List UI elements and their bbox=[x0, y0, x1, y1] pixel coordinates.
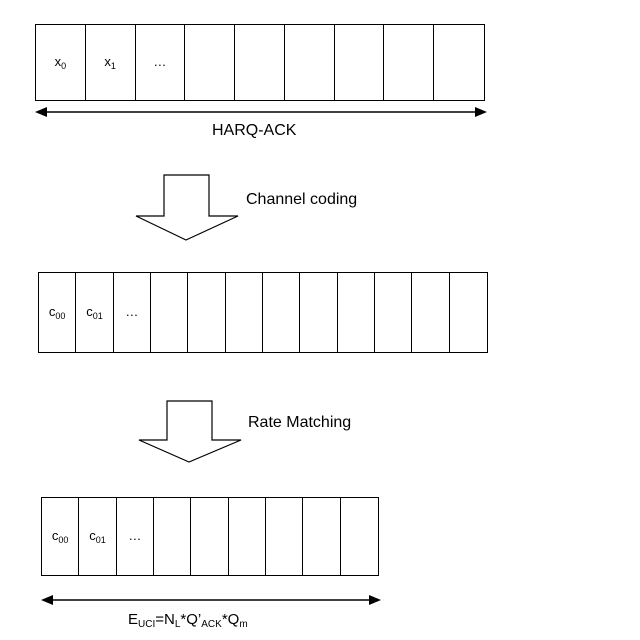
bit-cell bbox=[303, 498, 340, 575]
bit-cell bbox=[285, 25, 335, 100]
bit-cell bbox=[185, 25, 235, 100]
e-uci-span-arrow bbox=[41, 592, 381, 608]
harq-ack-label: HARQ-ACK bbox=[212, 122, 296, 140]
bit-cell bbox=[335, 25, 385, 100]
rate-matching-label: Rate Matching bbox=[248, 414, 351, 432]
bit-cell: … bbox=[117, 498, 154, 575]
bit-cell bbox=[412, 273, 449, 352]
bit-cell: c01 bbox=[76, 273, 113, 352]
rate-matching-arrow-icon bbox=[137, 400, 243, 464]
bit-cell bbox=[229, 498, 266, 575]
bit-cell bbox=[341, 498, 378, 575]
bit-cell-label: … bbox=[125, 304, 138, 321]
coded-bit-row: c00 c01 … bbox=[38, 272, 488, 353]
bit-cell-label: x1 bbox=[104, 54, 116, 71]
bit-cell bbox=[235, 25, 285, 100]
bit-cell-label: c00 bbox=[52, 528, 69, 545]
channel-coding-arrow-icon bbox=[134, 174, 240, 242]
bit-cell bbox=[384, 25, 434, 100]
bit-cell: c01 bbox=[79, 498, 116, 575]
bit-cell bbox=[266, 498, 303, 575]
harq-ack-span-arrow bbox=[35, 104, 487, 120]
bit-cell: c00 bbox=[39, 273, 76, 352]
bit-cell-label: c01 bbox=[89, 528, 106, 545]
bit-cell bbox=[434, 25, 484, 100]
bit-cell: … bbox=[136, 25, 186, 100]
rate-matched-bit-row: c00 c01 … bbox=[41, 497, 379, 576]
channel-coding-label: Channel coding bbox=[246, 191, 357, 209]
bit-cell-label: … bbox=[153, 54, 166, 71]
bit-cell bbox=[188, 273, 225, 352]
bit-cell bbox=[151, 273, 188, 352]
bit-cell-label: c01 bbox=[86, 304, 103, 321]
bit-cell bbox=[191, 498, 228, 575]
bit-cell: x0 bbox=[36, 25, 86, 100]
bit-cell bbox=[300, 273, 337, 352]
e-uci-formula: EUCI=NL*Q’ACK*Qm bbox=[128, 611, 248, 630]
bit-cell-label: … bbox=[128, 528, 141, 545]
bit-cell bbox=[450, 273, 487, 352]
bit-cell: c00 bbox=[42, 498, 79, 575]
bit-cell bbox=[154, 498, 191, 575]
bit-cell bbox=[375, 273, 412, 352]
harq-ack-bit-row: x0 x1 … bbox=[35, 24, 485, 101]
bit-cell: x1 bbox=[86, 25, 136, 100]
bit-cell bbox=[263, 273, 300, 352]
bit-cell-label: x0 bbox=[55, 54, 67, 71]
bit-cell bbox=[338, 273, 375, 352]
bit-cell bbox=[226, 273, 263, 352]
bit-cell: … bbox=[114, 273, 151, 352]
bit-cell-label: c00 bbox=[49, 304, 66, 321]
